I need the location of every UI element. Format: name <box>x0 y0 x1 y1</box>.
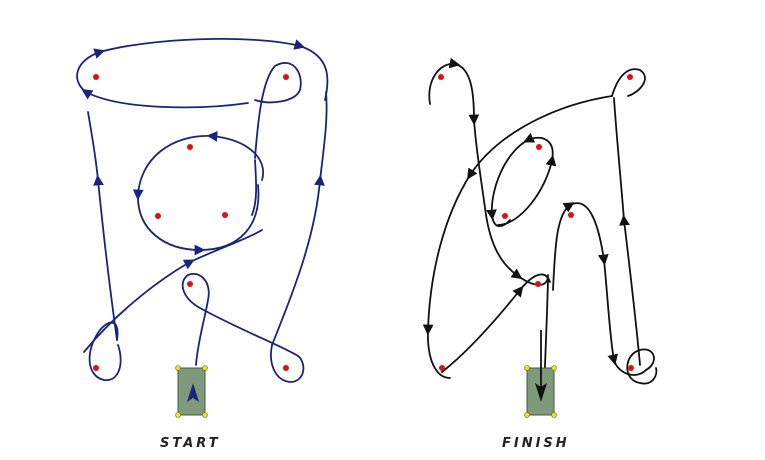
start-diagram <box>76 37 329 383</box>
finish-path-big-sweep <box>422 95 613 379</box>
finish-box[interactable] <box>524 330 557 418</box>
resize-handle[interactable] <box>524 412 530 418</box>
point <box>222 212 228 218</box>
point <box>187 144 193 150</box>
point <box>536 144 542 150</box>
point <box>93 74 99 80</box>
start-path-left-strand <box>87 111 118 341</box>
start-points <box>93 74 289 371</box>
start-path-inner-arc <box>251 159 258 216</box>
start-path-lower-left-loop <box>88 321 122 381</box>
finish-path-middle-hump <box>552 202 647 376</box>
point <box>502 213 508 219</box>
resize-handle[interactable] <box>551 412 557 418</box>
start-path-top-loop <box>76 37 329 109</box>
point <box>283 74 289 80</box>
arrow-down-icon <box>535 383 547 402</box>
point <box>439 365 445 371</box>
point <box>628 365 634 371</box>
point <box>93 365 99 371</box>
finish-path-right-strand <box>613 97 641 366</box>
finish-path-top-right-loop <box>611 68 646 97</box>
start-path-center-circle <box>132 131 264 256</box>
point <box>568 212 574 218</box>
finish-points <box>438 74 634 371</box>
resize-handle[interactable] <box>524 365 530 371</box>
start-box[interactable] <box>175 365 208 418</box>
resize-handle[interactable] <box>551 365 557 371</box>
start-path-lower-right-loop <box>270 344 305 383</box>
finish-path-lower-left-rise <box>441 273 551 373</box>
finish-diagram <box>422 57 658 396</box>
finish-path-bottom-right-curl <box>626 348 658 385</box>
point <box>187 281 193 287</box>
start-path-upper-right-loop <box>254 62 302 159</box>
finish-path-left-descent <box>485 214 549 286</box>
start-path-diagonal <box>83 229 263 353</box>
resize-handle[interactable] <box>175 365 181 371</box>
point <box>155 213 161 219</box>
point <box>283 365 289 371</box>
start-label: START <box>160 436 221 451</box>
finish-label: FINISH <box>502 436 570 451</box>
start-path-right-strand <box>271 91 328 346</box>
resize-handle[interactable] <box>175 412 181 418</box>
finish-path-slanted-loop <box>486 132 557 228</box>
finish-path-top-left-hook <box>428 57 487 216</box>
point <box>438 74 444 80</box>
resize-handle[interactable] <box>202 412 208 418</box>
point <box>627 74 633 80</box>
resize-handle[interactable] <box>202 365 208 371</box>
point <box>535 281 541 287</box>
start-path-lower-middle-loop <box>181 273 299 366</box>
arrow-up-icon <box>187 383 199 402</box>
